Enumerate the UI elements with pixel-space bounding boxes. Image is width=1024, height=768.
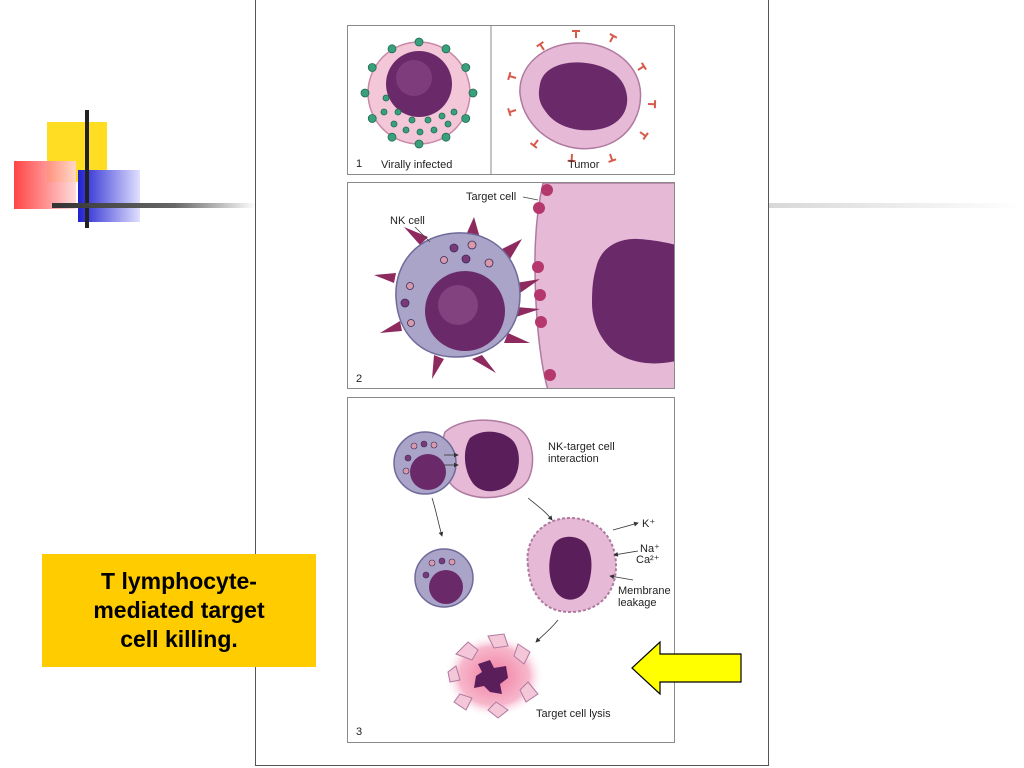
label-virally-infected: Virally infected — [381, 159, 453, 171]
panel-killing-sequence: NK-target cell interaction K⁺ Na⁺ Ca²⁺ M… — [347, 397, 675, 743]
virally-infected-cell — [360, 37, 478, 149]
label-target-cell: Target cell — [466, 191, 517, 203]
left-arrow-icon — [631, 640, 742, 696]
corner-logo-squares — [14, 110, 140, 228]
label-sodium: Na⁺ — [640, 543, 660, 555]
panel3-number: 3 — [356, 726, 363, 738]
caption-text: T lymphocyte- mediated target cell killi… — [93, 568, 265, 652]
tumor-cell — [507, 30, 657, 163]
label-nk-cell: NK cell — [390, 215, 425, 227]
label-tumor: Tumor — [568, 159, 600, 171]
nk-cell-killing-figure: 1 Virally infected Tumor — [255, 0, 769, 766]
label-potassium: K⁺ — [642, 518, 656, 530]
lysed-target-cell — [444, 633, 544, 719]
label-membrane-leakage: Membrane leakage — [618, 585, 671, 609]
nk-cell — [374, 217, 540, 379]
pointer-lines — [414, 196, 539, 243]
released-nk-cell — [414, 548, 474, 608]
label-nk-target-interaction: NK-target cell interaction — [548, 441, 615, 465]
panel1-number: 1 — [356, 158, 363, 170]
nk-target-interaction — [393, 419, 534, 499]
panel3-illustration — [393, 419, 639, 719]
caption-box: T lymphocyte- mediated target cell killi… — [42, 554, 316, 667]
panel2-number: 2 — [356, 373, 363, 385]
panel1-illustration — [360, 26, 657, 174]
header-divider-line-right — [769, 203, 1024, 208]
label-target-cell-lysis: Target cell lysis — [536, 708, 611, 720]
label-calcium: Ca²⁺ — [636, 554, 660, 566]
target-cell-large — [532, 183, 674, 388]
leaking-target-cell — [526, 516, 639, 614]
panel-infected-vs-tumor: 1 Virally infected Tumor — [347, 25, 675, 175]
header-divider-line — [52, 203, 256, 208]
panel2-illustration — [374, 183, 674, 388]
panel-nk-target-contact: Target cell NK cell 2 — [347, 182, 675, 389]
